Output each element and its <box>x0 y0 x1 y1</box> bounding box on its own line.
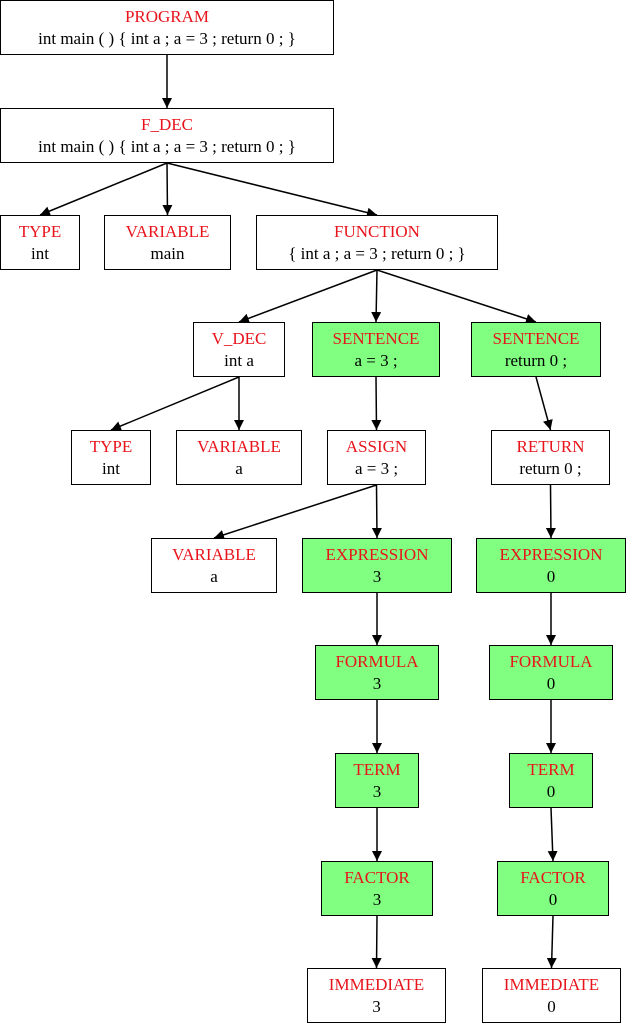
node-code: main <box>150 243 185 263</box>
node-expression: EXPRESSION 3 <box>302 538 452 593</box>
node-code: int a <box>224 350 254 370</box>
node-kind: FUNCTION <box>334 221 420 241</box>
node-sentence: SENTENCE return 0 ; <box>471 322 601 377</box>
node-type: TYPE int <box>0 215 80 270</box>
node-code: 3 <box>372 673 382 693</box>
node-code: 0 <box>546 781 556 801</box>
node-kind: FACTOR <box>344 867 410 887</box>
node-kind: VARIABLE <box>172 544 256 564</box>
node-immediate: IMMEDIATE 3 <box>307 968 446 1023</box>
edge-factor_2-to-immediate_2 <box>546 915 557 969</box>
node-kind: VARIABLE <box>125 221 210 241</box>
node-term: TERM 3 <box>335 753 419 808</box>
node-kind: IMMEDIATE <box>328 974 425 994</box>
edge-function-to-sentence_1 <box>371 269 382 323</box>
node-code: { int a ; a = 3 ; return 0 ; } <box>288 243 466 263</box>
node-formula: FORMULA 3 <box>315 645 439 700</box>
node-code: a <box>210 566 218 586</box>
node-code: a = 3 ; <box>354 350 398 370</box>
edge-return-to-expression_2 <box>545 484 556 539</box>
node-code: int <box>31 243 49 263</box>
node-kind: FORMULA <box>509 651 593 671</box>
node-kind: PROGRAM <box>124 6 210 26</box>
node-code: 0 <box>548 889 558 909</box>
node-immediate: IMMEDIATE 0 <box>482 968 621 1023</box>
edge-factor_1-to-immediate_1 <box>371 915 382 969</box>
node-kind: F_DEC <box>141 114 193 134</box>
node-kind: EXPRESSION <box>499 544 603 564</box>
edge-term_2-to-factor_2 <box>547 807 558 862</box>
edge-function-to-v_dec <box>238 269 378 324</box>
node-type: TYPE int <box>71 430 151 485</box>
node-kind: TYPE <box>18 221 62 241</box>
edge-f_dec-to-type_1 <box>39 162 168 216</box>
node-sentence: SENTENCE a = 3 ; <box>312 322 440 377</box>
node-expression: EXPRESSION 0 <box>476 538 626 593</box>
node-return: RETURN return 0 ; <box>491 430 610 485</box>
node-code: 3 <box>372 996 381 1016</box>
node-term: TERM 0 <box>509 753 593 808</box>
node-kind: V_DEC <box>211 328 267 348</box>
node-code: 0 <box>546 566 556 586</box>
node-code: 0 <box>546 673 556 693</box>
node-code: return 0 ; <box>504 350 568 370</box>
edge-f_dec-to-function <box>166 162 378 218</box>
node-code: int <box>102 458 120 478</box>
edge-assign-to-expression_1 <box>371 484 382 539</box>
node-v-dec: V_DEC int a <box>193 322 285 377</box>
node-kind: ASSIGN <box>345 436 408 456</box>
node-assign: ASSIGN a = 3 ; <box>327 430 426 485</box>
node-kind: TYPE <box>89 436 133 456</box>
node-code: 0 <box>547 996 556 1016</box>
node-variable: VARIABLE main <box>104 215 231 270</box>
node-kind: TERM <box>527 759 575 779</box>
node-kind: TERM <box>353 759 401 779</box>
node-kind: VARIABLE <box>197 436 281 456</box>
node-kind: RETURN <box>516 436 585 456</box>
node-kind: FACTOR <box>520 867 586 887</box>
node-kind: SENTENCE <box>492 328 580 348</box>
node-code: a = 3 ; <box>354 458 399 478</box>
node-factor: FACTOR 3 <box>321 861 433 916</box>
edge-sentence_2-to-return <box>535 376 553 431</box>
edge-f_dec-to-variable_1 <box>162 162 173 216</box>
edge-function-to-sentence_2 <box>376 269 537 324</box>
node-f-dec: F_DEC int main ( ) { int a ; a = 3 ; ret… <box>0 108 334 163</box>
node-variable: VARIABLE a <box>151 538 277 593</box>
edge-assign-to-variable_3 <box>213 484 377 540</box>
node-code: int main ( ) { int a ; a = 3 ; return 0 … <box>38 136 296 156</box>
edge-v_dec-to-type_2 <box>110 376 240 431</box>
node-kind: SENTENCE <box>332 328 420 348</box>
node-code: return 0 ; <box>519 458 582 478</box>
node-kind: IMMEDIATE <box>503 974 600 994</box>
node-kind: FORMULA <box>335 651 419 671</box>
node-code: 3 <box>372 781 382 801</box>
node-program: PROGRAM int main ( ) { int a ; a = 3 ; r… <box>0 0 334 55</box>
node-factor: FACTOR 0 <box>497 861 609 916</box>
node-variable: VARIABLE a <box>176 430 302 485</box>
node-function: FUNCTION { int a ; a = 3 ; return 0 ; } <box>256 215 498 270</box>
node-formula: FORMULA 0 <box>489 645 613 700</box>
node-code: 3 <box>372 889 382 909</box>
node-code: int main ( ) { int a ; a = 3 ; return 0 … <box>38 28 296 48</box>
edge-sentence_1-to-assign <box>371 376 382 431</box>
node-kind: EXPRESSION <box>325 544 429 564</box>
node-code: 3 <box>372 566 382 586</box>
node-code: a <box>235 458 243 478</box>
